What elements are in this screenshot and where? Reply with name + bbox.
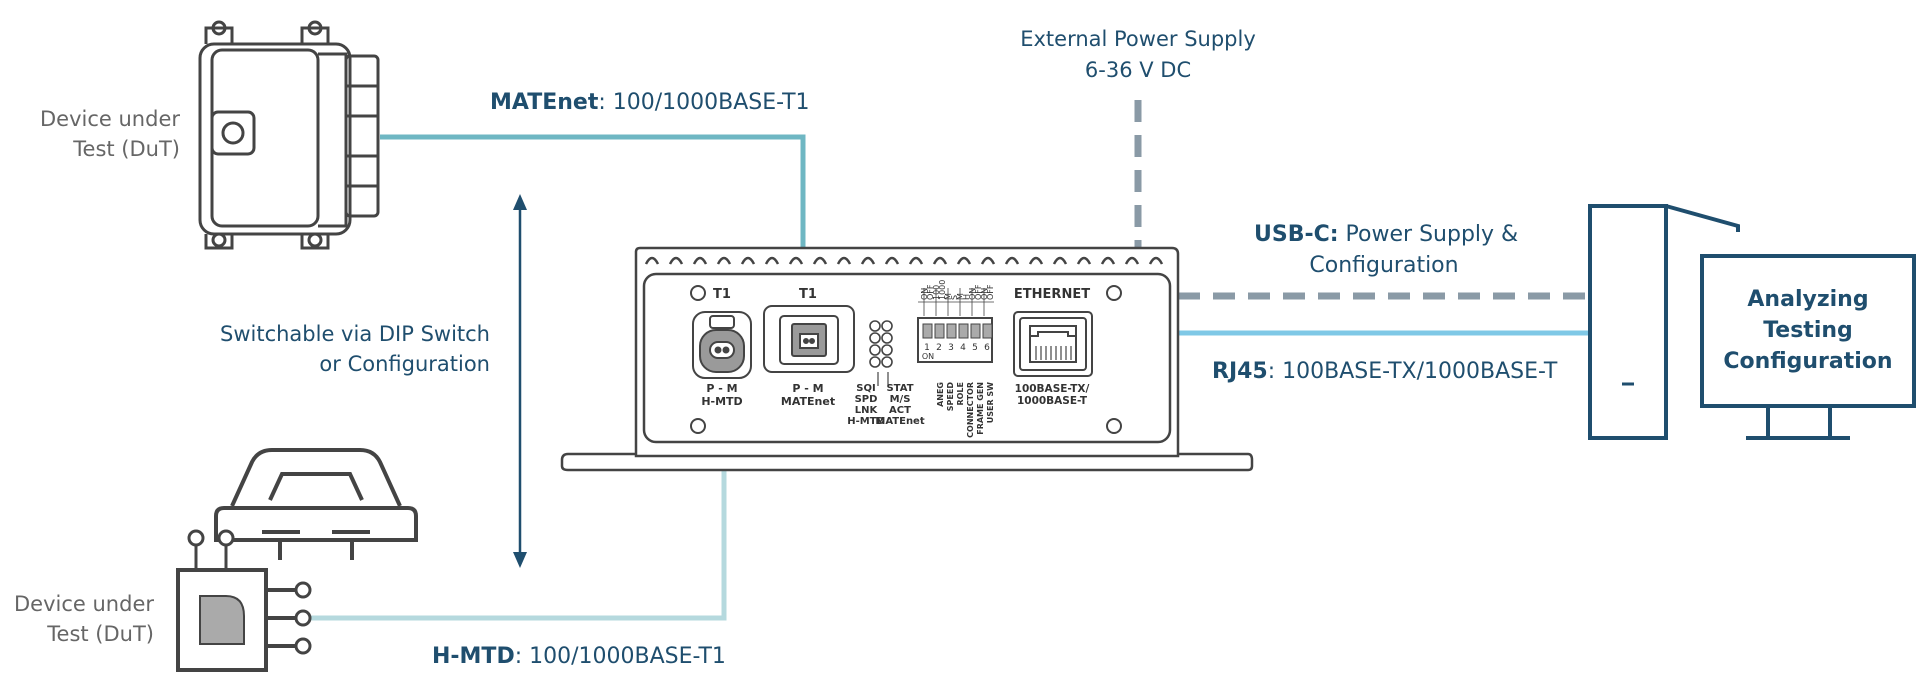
dip-top-1: ON bbox=[920, 288, 929, 300]
dip-func-usersw: USER SW bbox=[986, 382, 995, 423]
rj45-label-rest: : 100BASE-TX/1000BASE-T bbox=[1268, 359, 1558, 384]
dip-num-1: 1 bbox=[924, 343, 930, 353]
led-label-hmtd: H-MTD bbox=[847, 416, 885, 427]
ext-power-line1: External Power Supply bbox=[1020, 27, 1256, 51]
dip-on-label: ON bbox=[922, 352, 934, 361]
t1-right-label: T1 bbox=[799, 287, 817, 302]
dip-num-5: 5 bbox=[972, 343, 978, 353]
dip-top-5: ON bbox=[968, 288, 977, 300]
dut-ecu-icon bbox=[198, 20, 380, 250]
dip-top2-3: S bbox=[950, 295, 959, 300]
rj45-port-icon bbox=[1013, 311, 1093, 377]
dip-num-2: 2 bbox=[936, 343, 942, 353]
pc-label-line3: Configuration bbox=[1723, 349, 1892, 374]
hmtd-label-rest: : 100/1000BASE-T1 bbox=[515, 644, 726, 669]
matenet-label-bold: MATEnet bbox=[490, 90, 599, 115]
dip-switch-icon bbox=[917, 288, 994, 363]
dip-num-6: 6 bbox=[984, 343, 990, 353]
hmtd-label: H-MTD: 100/1000BASE-T1 bbox=[432, 644, 726, 669]
dip-top2-1: OFF bbox=[926, 284, 935, 300]
dip-top2-5: OFF bbox=[974, 284, 983, 300]
hmtd-label-bold: H-MTD bbox=[432, 644, 515, 669]
rj45-label-bold: RJ45 bbox=[1212, 359, 1268, 384]
dip-func-aneg: ANEG bbox=[936, 382, 945, 407]
dip-num-3: 3 bbox=[948, 343, 954, 353]
dip-top-4: M bbox=[956, 293, 965, 300]
pc-label-line1: Analyzing bbox=[1747, 287, 1868, 312]
dut-top-line1: Device under bbox=[40, 107, 180, 131]
usbc-label-rest: Power Supply & bbox=[1339, 222, 1519, 247]
led-label-matenet: MATEnet bbox=[875, 416, 924, 427]
rj45-label: RJ45: 100BASE-TX/1000BASE-T bbox=[1212, 359, 1558, 384]
led-label-ms: M/S bbox=[890, 394, 911, 405]
matenet-port-label: MATEnet bbox=[781, 395, 835, 408]
switchable-line1: Switchable via DIP Switch bbox=[220, 322, 490, 346]
dip-top2-6: OFF bbox=[986, 284, 995, 300]
pc-monitor-icon bbox=[1700, 254, 1916, 440]
usbc-label-bold: USB-C: bbox=[1254, 222, 1339, 247]
switchable-line2: or Configuration bbox=[319, 352, 490, 376]
led-label-act: ACT bbox=[889, 405, 911, 416]
device-housing bbox=[560, 246, 1254, 472]
dut-bottom-line2: Test (DuT) bbox=[46, 622, 154, 646]
dip-func-speed: SPEED bbox=[946, 382, 955, 412]
panel-screws bbox=[690, 285, 1122, 434]
led-label-stat: STAT bbox=[886, 383, 913, 394]
pc-tower-icon bbox=[1588, 204, 1740, 440]
eth-speed-line2: 1000BASE-T bbox=[1017, 395, 1088, 407]
pm-left-label: P - M bbox=[706, 382, 737, 395]
matenet-cable bbox=[380, 134, 806, 264]
switchable-arrow bbox=[513, 194, 527, 568]
dip-num-4: 4 bbox=[960, 343, 966, 353]
pm-right-label: P - M bbox=[792, 382, 823, 395]
hmtd-port-label: H-MTD bbox=[701, 395, 742, 408]
dip-top-6: ON bbox=[980, 288, 989, 300]
eth-speed-line1: 100BASE-TX/ bbox=[1015, 383, 1090, 395]
ethernet-label: ETHERNET bbox=[1014, 287, 1090, 302]
matenet-connector-icon bbox=[763, 305, 855, 373]
led-label-lnk: LNK bbox=[855, 405, 879, 416]
usbc-label-line2: Configuration bbox=[1309, 253, 1458, 278]
dip-func-role: ROLE bbox=[956, 382, 965, 406]
dip-func-framegen: FRAME GEN bbox=[976, 382, 985, 435]
dip-func-connector: CONNECTOR bbox=[966, 382, 975, 438]
dut-top-line2: Test (DuT) bbox=[72, 137, 180, 161]
dip-top2-4: H bbox=[962, 294, 971, 300]
t1-left-label: T1 bbox=[713, 287, 731, 302]
dip-top-2: 100 bbox=[932, 285, 941, 300]
status-leds bbox=[869, 320, 893, 368]
dut-car-icon bbox=[214, 448, 418, 560]
matenet-label: MATEnet: 100/1000BASE-T1 bbox=[490, 90, 810, 115]
hmtd-cable bbox=[300, 452, 727, 621]
dip-top-3: M bbox=[944, 293, 953, 300]
ext-power-line2: 6-36 V DC bbox=[1085, 58, 1191, 82]
usbc-label: USB-C: Power Supply & bbox=[1254, 222, 1518, 247]
led-label-sqi: SQI bbox=[856, 383, 875, 394]
led-label-spd: SPD bbox=[855, 394, 878, 405]
hmtd-connector-icon bbox=[692, 311, 752, 379]
dip-top2-2: 1000 bbox=[938, 280, 947, 300]
dut-bottom-line1: Device under bbox=[14, 592, 154, 616]
dut-chip-icon bbox=[176, 529, 312, 672]
matenet-label-rest: : 100/1000BASE-T1 bbox=[598, 90, 809, 115]
pc-label-line2: Testing bbox=[1763, 318, 1853, 343]
